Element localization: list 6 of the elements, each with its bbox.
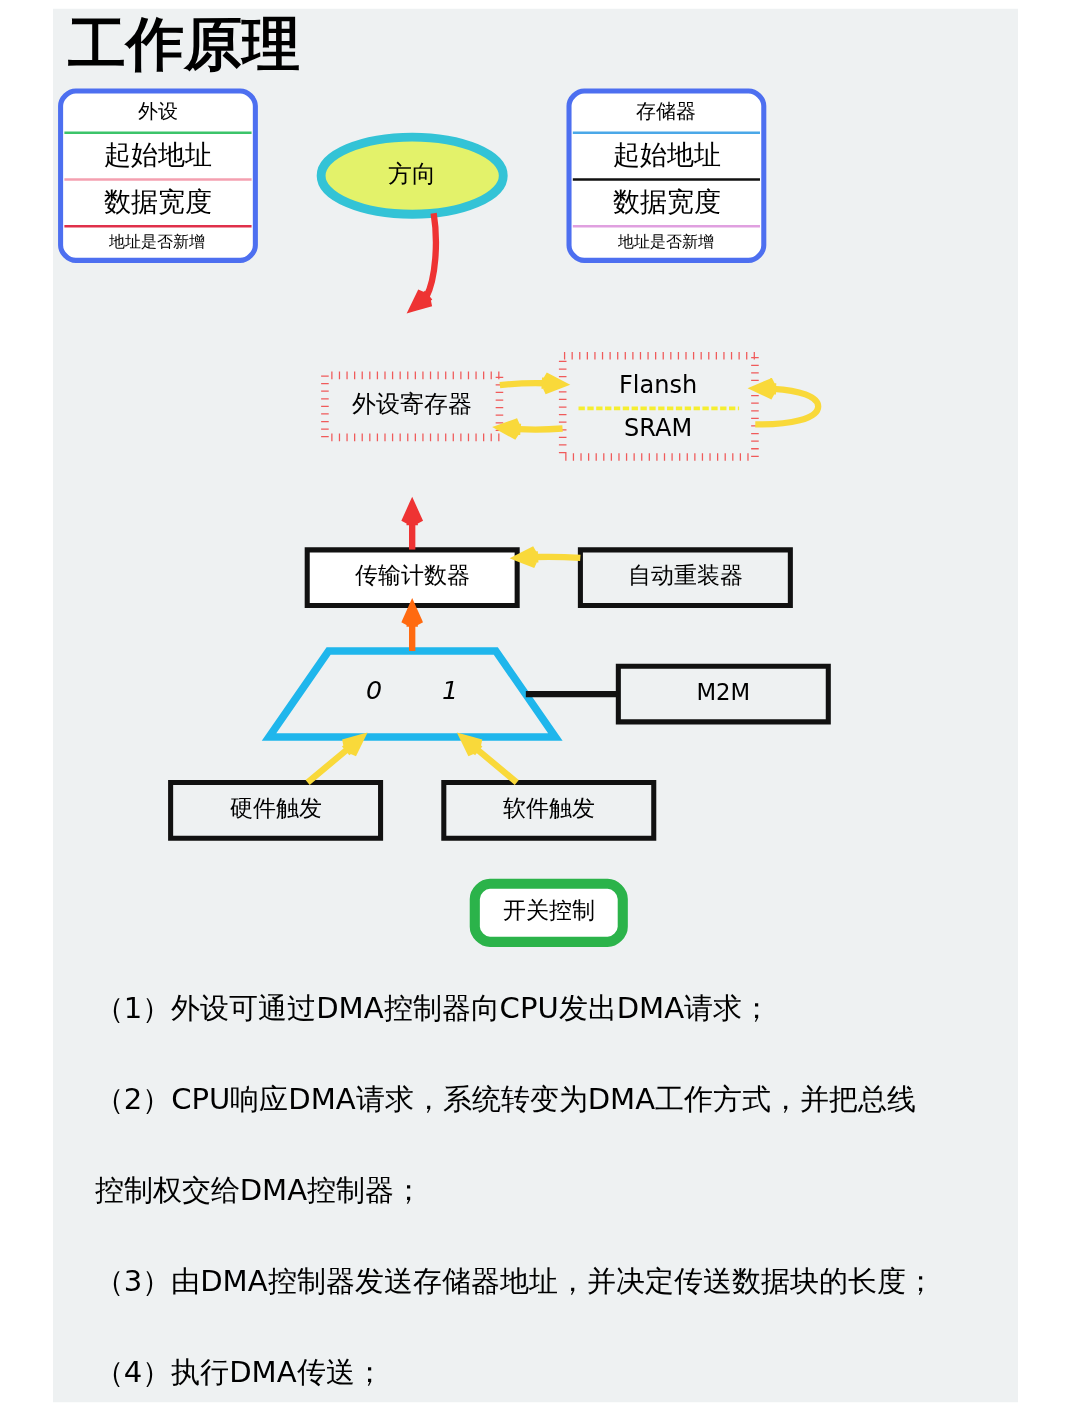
label: （4）执行DMA传送； [94,1354,384,1389]
label: （3）由DMA控制器发送存储器地址，并决定传送数据块的长度； [94,1263,935,1298]
label: （2）CPU响应DMA请求，系统转变为DMA工作方式，并把总线 [94,1081,917,1116]
label: （1）外设可通过DMA控制器向CPU发出DMA请求； [94,990,772,1025]
diagram-title: 工作原理 [68,10,301,79]
label: 控制权交给DMA控制器； [94,1172,424,1207]
